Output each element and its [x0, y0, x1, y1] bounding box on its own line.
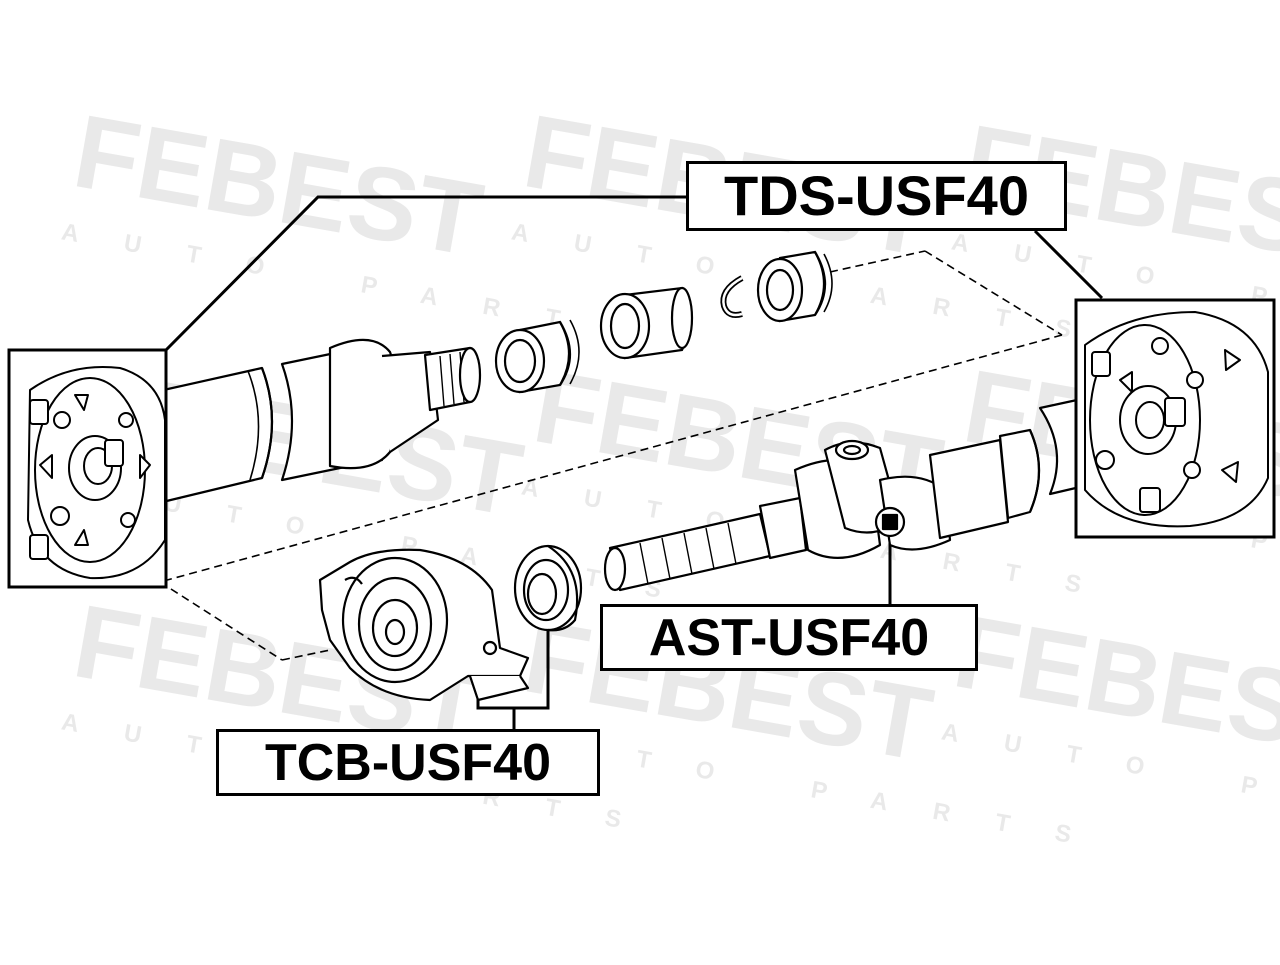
dust-seal-ring [513, 544, 583, 632]
tds-kit-parts [494, 250, 833, 394]
center-bearing-icon [318, 548, 530, 702]
part-label-ast: AST-USF40 [600, 604, 978, 671]
part-label-tcb: TCB-USF40 [216, 729, 600, 796]
flex-disc-coupling-icon [27, 365, 166, 580]
upper-shaft-assembly [148, 338, 482, 507]
seal-ring-2 [756, 250, 833, 323]
seal-ring-1 [494, 319, 580, 394]
universal-joint-icon [793, 438, 1010, 559]
bushing-sleeve [599, 286, 694, 360]
flex-disc-coupling-icon [1084, 311, 1269, 528]
leader-tds-left [164, 195, 686, 352]
left-coupling-inset [7, 348, 168, 589]
part-label-tds: TDS-USF40 [686, 161, 1067, 231]
snap-ring [720, 275, 744, 318]
leader-tds-right [1033, 229, 1104, 300]
right-coupling-inset [1074, 298, 1276, 539]
